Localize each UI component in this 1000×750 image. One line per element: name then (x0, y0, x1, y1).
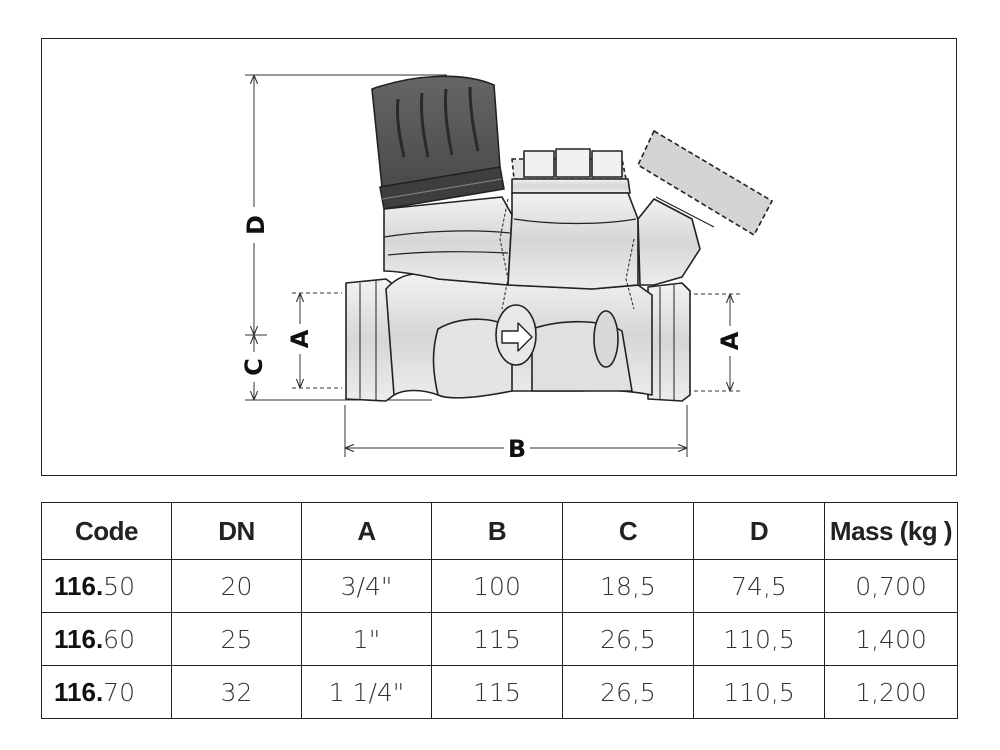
label-a-right: A (716, 331, 744, 350)
left-bonnet (383, 196, 513, 286)
cell-mass: 1,400 (824, 612, 958, 666)
technical-drawing: D C A A B (41, 38, 957, 476)
right-outlet (647, 282, 691, 402)
table-header-row: Code DN A B C D Mass (kg ) (41, 502, 958, 560)
code-prefix: 116. (54, 623, 104, 654)
cell-c: 26,5 (562, 665, 694, 719)
header-code: Code (41, 502, 172, 560)
label-d: D (242, 215, 270, 235)
table-row: 116.70 32 1 1/4" 115 26,5 110,5 1,200 (41, 665, 958, 719)
header-b: B (431, 502, 563, 560)
label-c: C (240, 358, 268, 376)
header-d: D (693, 502, 825, 560)
cell-code: 116.70 (41, 665, 172, 719)
valve-drawing-svg: D C A A B (240, 74, 773, 463)
table-row: 116.60 25 1" 115 26,5 110,5 1,400 (41, 612, 958, 666)
cell-a: 1 1/4" (301, 665, 432, 719)
flow-arrow (501, 322, 533, 352)
cell-d: 74,5 (693, 559, 825, 613)
code-suffix: 50 (103, 571, 135, 601)
cell-mass: 1,200 (824, 665, 958, 719)
cell-a: 1" (301, 612, 432, 666)
angled-port (637, 198, 701, 286)
cell-b: 115 (431, 612, 563, 666)
cell-dn: 25 (171, 612, 302, 666)
code-suffix: 70 (103, 677, 135, 707)
header-c: C (562, 502, 694, 560)
specifications-table: Code DN A B C D Mass (kg ) 116.50 20 3/4… (41, 502, 958, 719)
cell-d: 110,5 (693, 612, 825, 666)
cell-b: 115 (431, 665, 563, 719)
knob-collar (379, 166, 505, 210)
header-dn: DN (171, 502, 302, 560)
cell-b: 100 (431, 559, 563, 613)
header-a: A (301, 502, 432, 560)
code-suffix: 60 (103, 624, 135, 654)
angled-port-cap (637, 130, 773, 236)
valve-body (345, 75, 773, 402)
cell-code: 116.50 (41, 559, 172, 613)
cell-code: 116.60 (41, 612, 172, 666)
label-b: B (508, 435, 526, 463)
cell-dn: 32 (171, 665, 302, 719)
cell-dn: 20 (171, 559, 302, 613)
code-prefix: 116. (54, 570, 104, 601)
cell-mass: 0,700 (824, 559, 958, 613)
table-row: 116.50 20 3/4" 100 18,5 74,5 0,700 (41, 559, 958, 613)
cell-a: 3/4" (301, 559, 432, 613)
label-a-left: A (286, 329, 314, 348)
cell-c: 18,5 (562, 559, 694, 613)
cell-c: 26,5 (562, 612, 694, 666)
cell-d: 110,5 (693, 665, 825, 719)
code-prefix: 116. (54, 676, 104, 707)
header-mass: Mass (kg ) (824, 502, 958, 560)
